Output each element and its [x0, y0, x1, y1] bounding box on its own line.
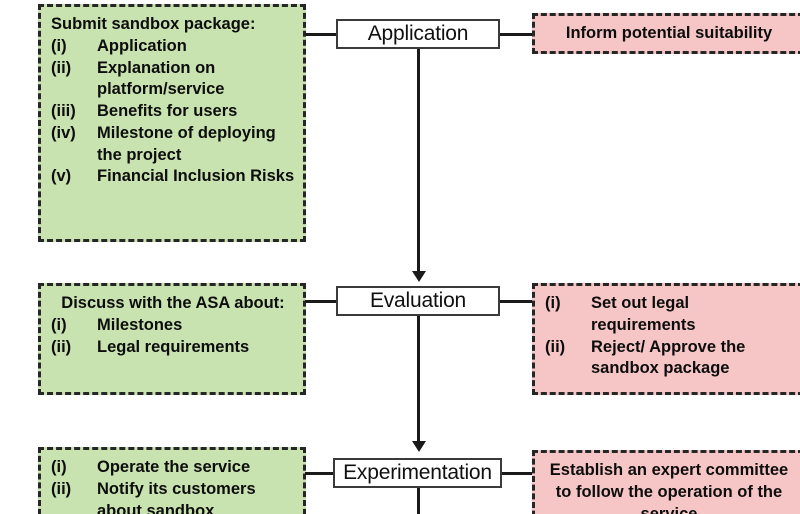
list-item-marker: (i) — [51, 315, 67, 334]
expert-committee-box: Establish an expert committee to follow … — [532, 450, 800, 514]
list-item-text: Application — [97, 36, 187, 55]
list-item-marker: (i) — [545, 294, 561, 312]
stage-experimentation[interactable]: Experimentation — [333, 458, 502, 488]
list-item-text: Set out legal requirements — [591, 294, 696, 334]
list-item-marker: (ii) — [545, 337, 566, 356]
sandbox-package-item-list: (i) Application (ii) Explanation on plat… — [51, 36, 295, 188]
list-item: (i) Set out legal requirements — [545, 293, 793, 337]
list-item: (iii) Benefits for users — [51, 101, 295, 123]
discuss-asa-box: Discuss with the ASA about: (i) Mileston… — [38, 283, 306, 395]
list-item-text: Explanation on platform/service — [97, 58, 225, 99]
list-item-text: Milestone of deploying the project — [97, 123, 276, 164]
connector-sandbox-to-application — [305, 33, 338, 36]
connector-actions-to-experimentation — [305, 472, 334, 475]
evaluation-outcome-item-list: (i) Set out legal requirements (ii) Reje… — [545, 293, 793, 380]
connector-evaluation-to-legal — [500, 300, 533, 303]
list-item-text: Operate the service — [97, 458, 251, 476]
connector-experimentation-to-committee — [502, 472, 533, 475]
list-item: (v) Financial Inclusion Risks — [51, 166, 295, 188]
discuss-asa-item-list: (i) Milestones (ii) Legal requirements — [51, 315, 295, 359]
list-item-text: Reject/ Approve the sandbox package — [591, 337, 746, 378]
list-item-marker: (ii) — [51, 479, 72, 498]
list-item: (ii) Reject/ Approve the sandbox package — [545, 337, 793, 381]
list-item: (i) Operate the service — [51, 457, 295, 479]
arrow-application-to-evaluation — [417, 49, 420, 273]
expert-committee-text: Establish an expert committee to follow … — [545, 460, 793, 514]
inform-suitability-box: Inform potential suitability — [532, 13, 800, 54]
sandbox-package-box: Submit sandbox package: (i) Application … — [38, 4, 306, 242]
list-item: (i) Application — [51, 36, 295, 58]
inform-suitability-text: Inform potential suitability — [565, 23, 773, 42]
list-item-marker: (ii) — [51, 337, 72, 356]
arrow-evaluation-to-experimentation — [417, 316, 420, 443]
arrow-head-down-icon — [411, 271, 426, 282]
list-item: (ii) Legal requirements — [51, 337, 295, 359]
list-item-marker: (ii) — [51, 58, 72, 77]
experimentation-actions-item-list: (i) Operate the service (ii) Notify its … — [51, 457, 295, 514]
list-item-marker: (v) — [51, 167, 72, 186]
expert-committee-text-part-1: Establish an — [549, 461, 652, 479]
evaluation-outcome-box: (i) Set out legal requirements (ii) Reje… — [532, 283, 800, 395]
list-item-text: Financial Inclusion Risks — [97, 167, 295, 186]
expert-committee-text-part-3: to follow the operation of the service — [555, 482, 783, 514]
connector-application-to-inform — [500, 33, 533, 36]
list-item: (i) Milestones — [51, 315, 295, 337]
stage-application[interactable]: Application — [336, 19, 500, 49]
discuss-asa-heading: Discuss with the ASA about: — [61, 294, 285, 312]
list-item-text: Benefits for users — [97, 102, 238, 121]
list-item-marker: (i) — [51, 36, 67, 55]
experimentation-actions-box: (i) Operate the service (ii) Notify its … — [38, 447, 306, 514]
expert-committee-text-part-2: expert committee — [651, 461, 789, 479]
arrow-experimentation-downward — [417, 488, 420, 514]
connector-discuss-to-evaluation — [305, 300, 338, 303]
list-item-text: Milestones — [97, 315, 183, 334]
sandbox-package-heading: Submit sandbox package: — [51, 15, 256, 33]
list-item-text: Notify its customers about sandbox — [97, 479, 256, 514]
list-item-marker: (iii) — [51, 102, 76, 121]
list-item: (iv) Milestone of deploying the project — [51, 123, 295, 167]
stage-evaluation[interactable]: Evaluation — [336, 286, 500, 316]
list-item-text: Legal requirements — [97, 337, 250, 356]
list-item: (ii) Explanation on platform/service — [51, 58, 295, 102]
list-item: (ii) Notify its customers about sandbox — [51, 479, 295, 514]
list-item-marker: (iv) — [51, 123, 76, 142]
arrow-head-down-icon — [411, 441, 426, 452]
list-item-marker: (i) — [51, 458, 67, 476]
